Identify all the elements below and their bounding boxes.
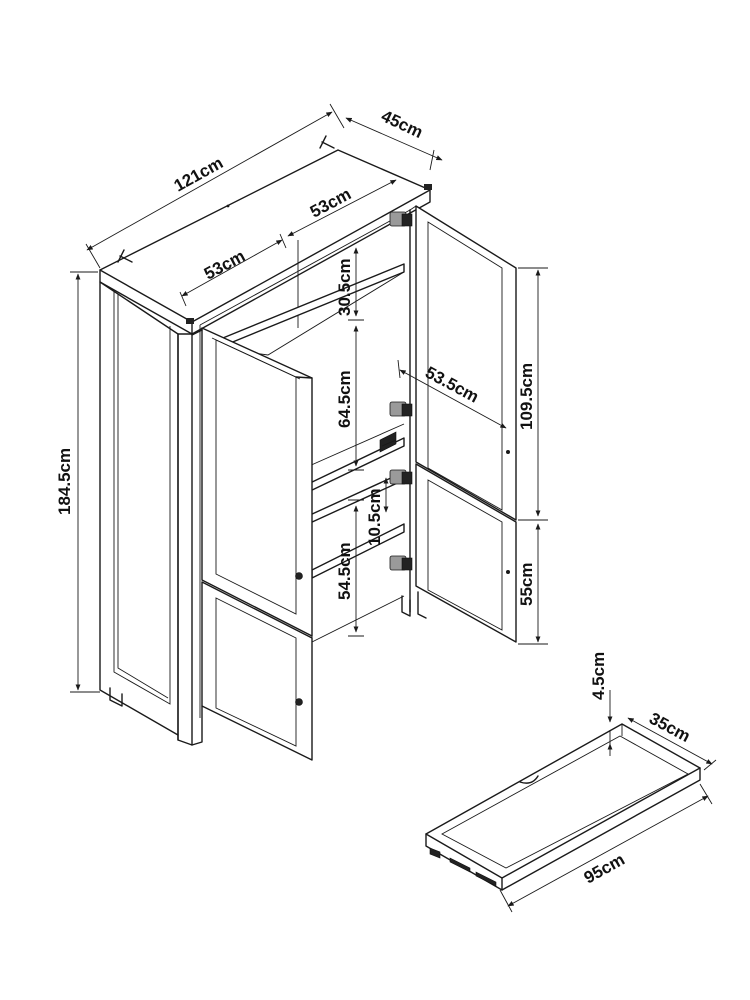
label-lower-compartment: 54.5cm: [335, 542, 354, 600]
lower-shelf: [311, 523, 405, 579]
top-fitting-right: [319, 135, 335, 149]
left-side-panel: [99, 281, 179, 736]
label-drawer-gap: 10.5cm: [365, 488, 384, 546]
drawer: [425, 723, 701, 891]
dimension-lines: [70, 103, 717, 913]
label-height-total: 184.5cm: [55, 448, 74, 515]
label-drawer-width: 95cm: [581, 850, 628, 888]
label-drawer-height: 4.5cm: [589, 652, 608, 700]
hinge-icon: [389, 211, 413, 227]
hinge-icon: [389, 469, 413, 485]
hinge-icon: [389, 555, 413, 571]
cabinet-top: [99, 149, 431, 323]
hinge-icon: [389, 401, 413, 417]
top-fitting-left: [117, 249, 133, 263]
label-width-total: 121cm: [171, 153, 227, 195]
label-door-upper: 109.5cm: [517, 363, 536, 430]
label-shelf-top-gap: 30.5cm: [335, 258, 354, 316]
right-door-lower: [415, 463, 517, 643]
left-door-lower: [201, 581, 313, 761]
door-knob-lower: [295, 698, 303, 706]
label-depth: 45cm: [378, 106, 425, 142]
corner-block-left: [186, 318, 194, 324]
corner-block-right: [424, 184, 432, 190]
left-door-upper: [201, 327, 313, 637]
label-upper-compartment: 64.5cm: [335, 370, 354, 428]
door-knob-upper: [295, 572, 303, 580]
label-door-lower: 55cm: [517, 563, 536, 606]
